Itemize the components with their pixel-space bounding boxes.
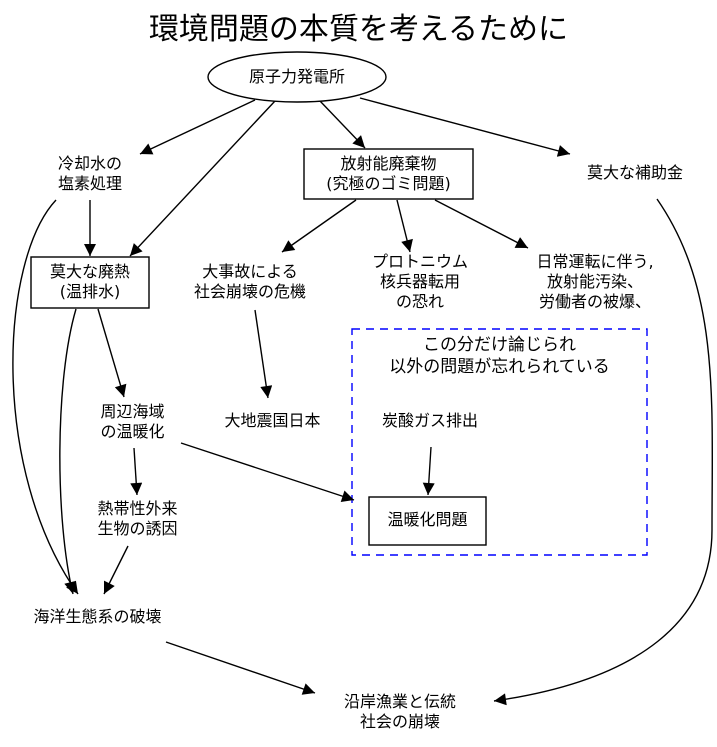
edge-co2-globalwarming (422, 446, 435, 496)
edge-marine-coastal (165, 641, 316, 695)
node-subsidy: 莫大な補助金 (586, 163, 683, 182)
edge-seawarming-tropical (130, 447, 143, 496)
edge-seawarming-cluster (180, 442, 355, 502)
edge-subsidy-coastal (493, 198, 714, 706)
forgotten-issues-cluster (351, 328, 648, 556)
node-chlorination: 冷却水の 塩素処理 (57, 154, 122, 193)
edge-radwaste-plutonium (396, 199, 413, 253)
page-title: 環境問題の本質を考えるために (148, 12, 569, 47)
edge-chlorination-marine (12, 199, 79, 595)
node-co2-emission: 炭酸ガス排出 (381, 411, 478, 430)
waste-heat-box (30, 256, 150, 309)
edge-plant-radwaste (319, 100, 366, 149)
edge-wasteheat-marine (59, 308, 77, 595)
node-nuclear-plant: 原子力発電所 (248, 67, 345, 86)
edge-plant-subsidy (359, 97, 571, 157)
node-earthquake-country: 大地震国日本 (224, 411, 321, 430)
edge-radwaste-accident (281, 199, 357, 253)
node-tropical-species: 熱帯性外来 生物の誘因 (97, 499, 178, 538)
node-plutonium: プロトニウム 核兵器転用 の恐れ (371, 252, 468, 311)
edge-radwaste-daily (434, 199, 529, 249)
edge-accident-earthquake (254, 309, 273, 399)
node-sea-warming: 周辺海域 の温暖化 (100, 402, 165, 441)
node-daily-operation: 日常運転に伴う, 放射能汚染、 労働者の被爆、 (536, 252, 654, 311)
node-radioactive-waste: 放射能廃棄物 (究極のゴミ問題) (326, 154, 451, 193)
edge-plant-wasteheat (129, 100, 276, 257)
edge-wasteheat-seawarming (97, 308, 127, 398)
edge-plant-chlorination (139, 99, 256, 155)
node-accident: 大事故による 社会崩壊の危機 (193, 262, 306, 301)
edge-tropical-marine (103, 545, 129, 595)
node-global-warming: 温暖化問題 (387, 510, 468, 529)
cluster-label: この分だけ論じられ 以外の問題が忘れられている (389, 335, 610, 377)
node-coastal-fishery: 沿岸漁業と伝統 社会の崩壊 (343, 692, 456, 731)
node-marine-ecosystem: 海洋生態系の破壊 (33, 607, 162, 626)
radioactive-waste-box (303, 148, 474, 200)
node-waste-heat: 莫大な廃熱 (温排水) (49, 262, 130, 301)
nuclear-plant-ellipse (207, 51, 387, 103)
global-warming-box (368, 496, 487, 546)
